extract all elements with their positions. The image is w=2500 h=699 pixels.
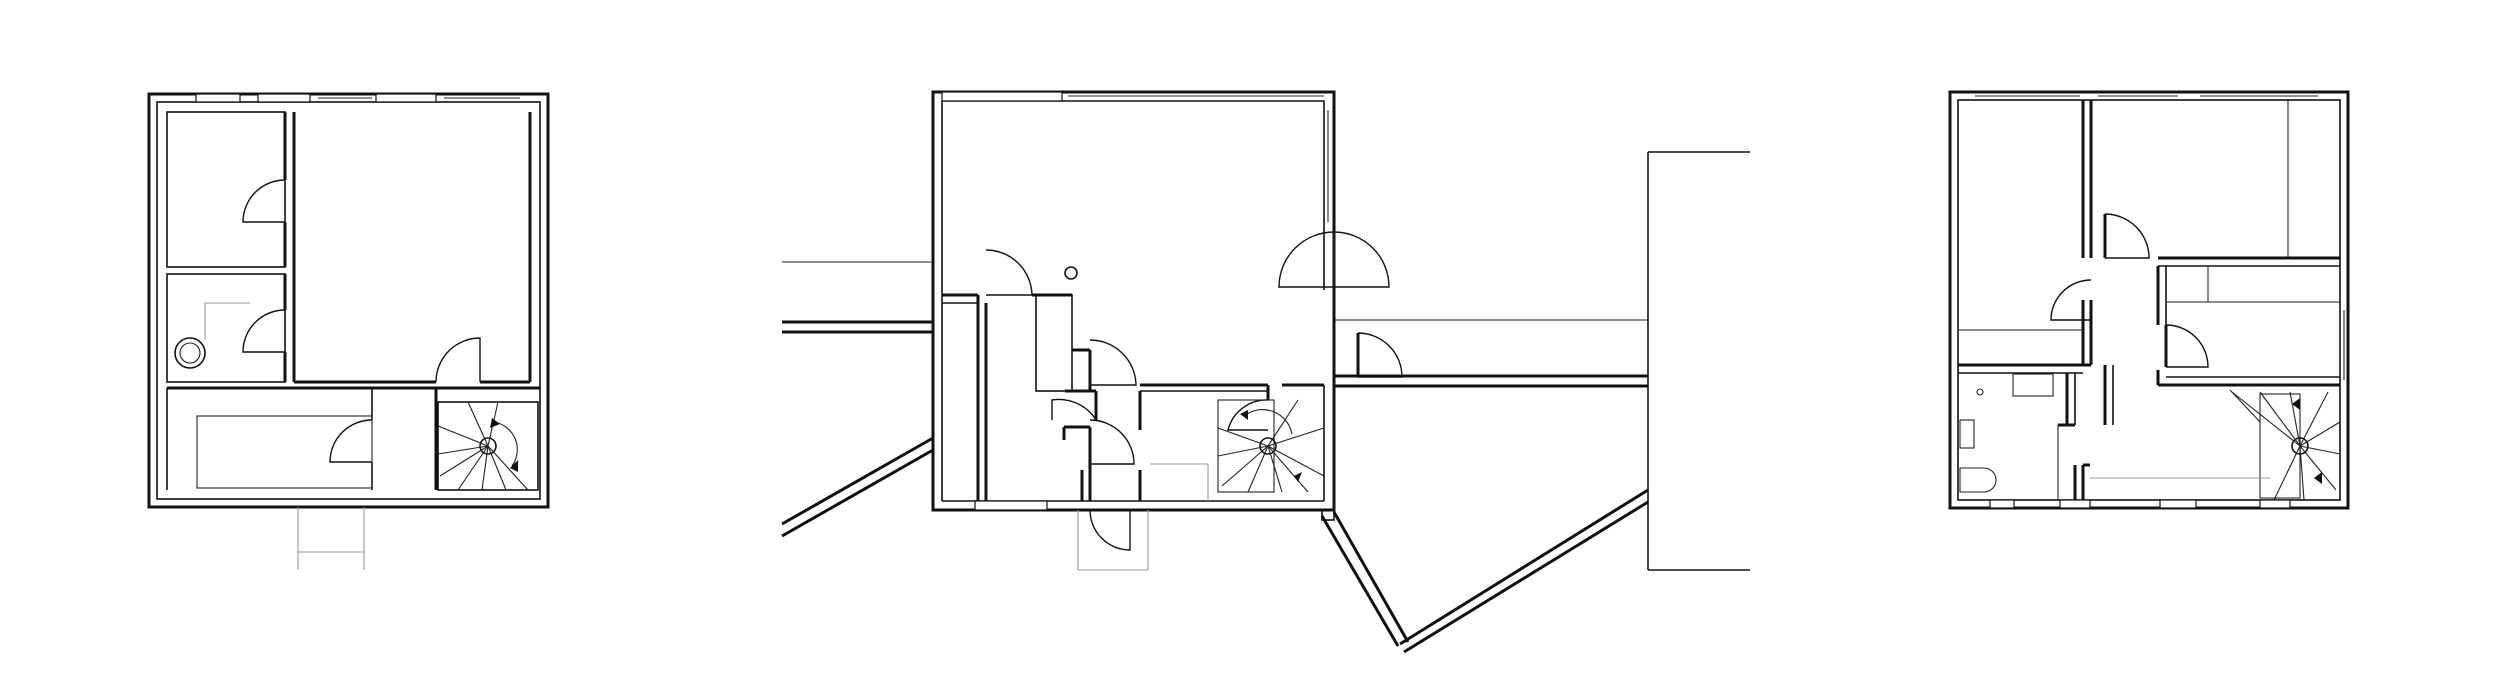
upper-partitions: [1958, 100, 2340, 500]
ground-windows: [941, 91, 1329, 511]
ground-doors: [985, 249, 1269, 465]
ground-spiral-stair: [1217, 399, 1325, 493]
ground-plan: [781, 90, 1750, 654]
basement-entry-steps: [297, 507, 365, 570]
boiler-icon: [174, 302, 250, 369]
basement-inner-wall: [156, 101, 541, 500]
sink-icon: [1976, 388, 1984, 396]
ground-terrace-door: [1278, 231, 1390, 288]
basement-bench: [196, 415, 373, 489]
upper-inner-wall: [1957, 99, 2341, 501]
basement-partitions: [166, 111, 540, 490]
upper-bathroom: [1959, 373, 2054, 493]
upper-spiral-stair: [2229, 389, 2341, 501]
upper-plan: [1948, 90, 2350, 510]
basement-outer-wall: [147, 92, 550, 509]
bathtub-icon: [2012, 373, 2054, 397]
upper-windows: [1975, 95, 2345, 509]
toilet-icon: [1959, 467, 1997, 493]
basement-doors: [242, 179, 481, 463]
basement-plan: [147, 92, 550, 570]
washbasin-icon: [1959, 419, 1975, 449]
basement-spiral-stair: [437, 401, 539, 491]
upper-doors: [2050, 213, 2209, 368]
ground-column: [1064, 266, 1078, 280]
upper-outer-wall: [1948, 90, 2350, 510]
ground-partitions: [942, 293, 1336, 510]
ground-terrace-walls: [781, 151, 1750, 654]
basement-windows: [195, 93, 520, 103]
ground-entry: [1077, 463, 1209, 571]
